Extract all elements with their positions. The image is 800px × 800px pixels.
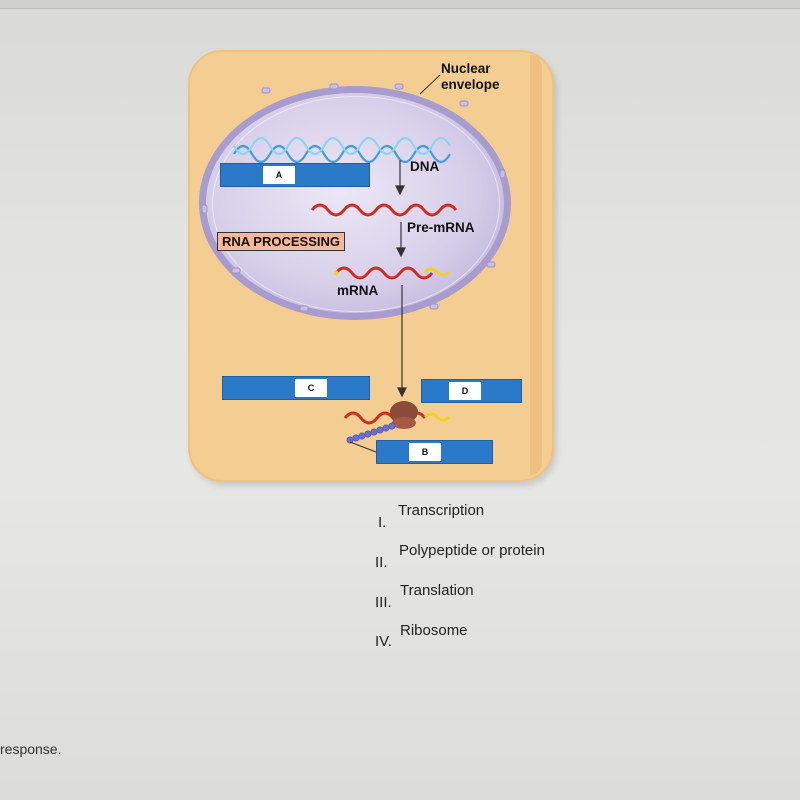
mrna-tail [423,267,451,277]
nuclear-pore [261,87,271,94]
nuclear-pore [329,83,339,90]
pre-mrna-label: Pre-mRNA [407,220,475,235]
polypeptide-pointer [349,441,377,453]
rna-processing-label: RNA PROCESSING [217,232,345,251]
nuclear-pore [486,261,496,268]
ribosome-small-subunit [392,417,416,429]
nuclear-pore [459,100,469,107]
page-top-border [0,0,800,9]
nuclear-envelope-pointer [419,74,441,95]
mrna-strand [334,266,434,280]
cell-membrane-rim [530,55,542,475]
mrna-cap [333,270,339,276]
option-text-4[interactable]: Ribosome [400,622,468,639]
blank-letter-a: A [263,166,295,184]
blank-label-c[interactable]: C [222,376,370,400]
polypeptide-chain [346,422,396,444]
arrowhead [395,185,405,196]
ribosome-large-subunit [390,401,418,423]
nuclear-pores [201,83,506,312]
nuclear-pore [499,169,506,179]
nuclear-envelope-label-1: Nuclear [441,61,491,76]
translating-mrna-tail [423,412,451,422]
option-text-1[interactable]: Transcription [398,502,485,519]
arrowhead [396,247,406,258]
option-numeral-2: II. [375,554,388,571]
nuclear-pore [299,305,309,312]
dna-helix [233,136,451,164]
blank-letter-d: D [449,382,481,400]
nuclear-pore [201,204,208,214]
blank-label-b[interactable]: B [376,440,493,464]
pre-mrna-strand [310,203,458,217]
option-numeral-1: I. [378,514,387,531]
dna-label: DNA [410,159,440,174]
nucleus-highlight [212,96,500,312]
option-numeral-4: IV. [375,633,392,650]
blank-letter-c: C [295,379,327,397]
mrna-label: mRNA [337,283,379,298]
arrowhead [397,387,407,398]
process-arrows [395,160,407,398]
nuclear-pore [231,267,241,274]
option-numeral-3: III. [375,594,392,611]
option-text-3[interactable]: Translation [400,582,474,599]
nuclear-pore [394,83,404,90]
nuclear-pore [429,303,439,310]
blank-label-a[interactable]: A [220,163,370,187]
blank-letter-b: B [409,443,441,461]
response-text: response. [0,741,62,757]
nuclear-envelope-label-2: envelope [441,77,500,92]
blank-label-d[interactable]: D [421,379,522,403]
option-text-2[interactable]: Polypeptide or protein [399,542,545,559]
